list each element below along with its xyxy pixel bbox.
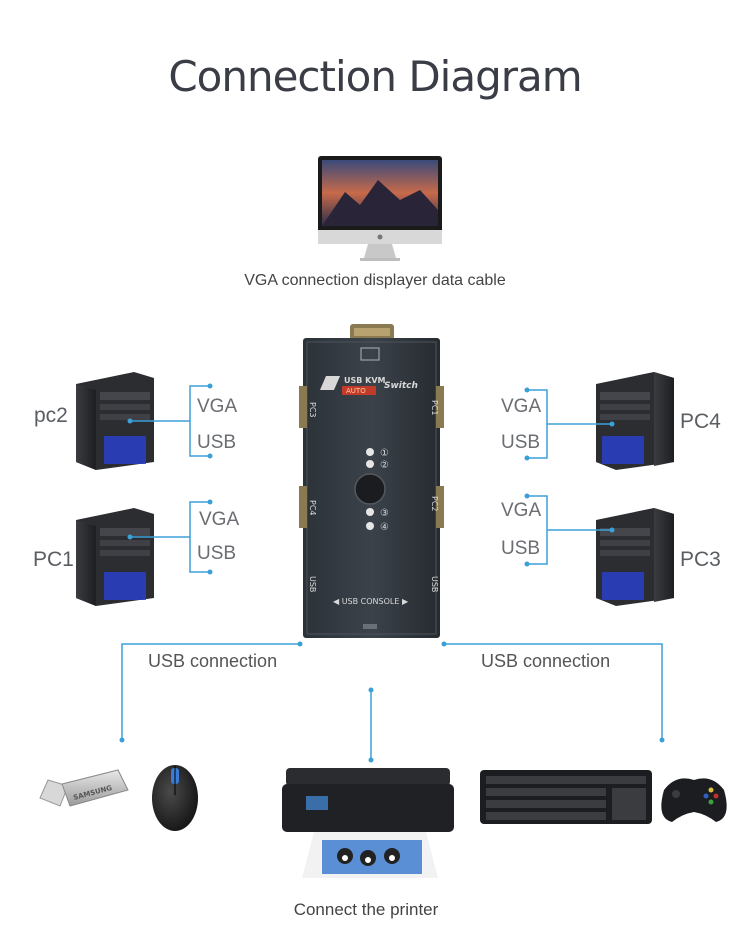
kvm-switch-icon xyxy=(299,324,444,638)
kvm-usb-right: USB xyxy=(430,576,439,592)
pc2-usb-label: USB xyxy=(197,432,237,453)
kvm-led-2: ② xyxy=(380,460,389,471)
pc2-vga-label: VGA xyxy=(197,396,238,417)
kvm-brand-line2: AUTO xyxy=(346,387,366,395)
printer-caption: Connect the printer xyxy=(293,900,439,919)
pc1-usb-label: USB xyxy=(197,543,237,564)
usb-connection-right-label: USB connection xyxy=(481,651,611,671)
monitor-caption: VGA connection displayer data cable xyxy=(244,272,506,289)
keyboard-icon xyxy=(480,770,652,824)
kvm-led-1: ① xyxy=(380,448,389,459)
pc4-usb-label: USB xyxy=(501,432,541,453)
pc3-label: PC3 xyxy=(680,548,721,571)
pc3-usb-label: USB xyxy=(501,538,541,559)
printer-icon xyxy=(282,768,454,878)
kvm-brand-line3: Switch xyxy=(384,381,418,391)
pc2-label: pc2 xyxy=(34,404,68,427)
kvm-usb-left: USB xyxy=(308,576,317,592)
pc4-label: PC4 xyxy=(680,410,721,433)
kvm-led-3: ③ xyxy=(380,508,389,519)
monitor-icon xyxy=(318,156,442,261)
kvm-labels: USB KVM AUTO Switch PC3 PC4 PC1 PC2 USB … xyxy=(308,376,439,606)
computer-pc2-icon xyxy=(76,372,154,470)
mouse-icon xyxy=(152,765,198,831)
usb-flash-drive-icon: SAMSUNG xyxy=(39,769,129,807)
pc1-vga-label: VGA xyxy=(199,509,240,530)
connector-dots xyxy=(119,383,665,763)
computer-pc4-icon xyxy=(596,372,674,470)
kvm-port-pc4: PC4 xyxy=(308,500,317,516)
kvm-port-pc3: PC3 xyxy=(308,402,317,418)
kvm-led-4: ④ xyxy=(380,522,389,533)
pc4-vga-label: VGA xyxy=(501,396,542,417)
page-title: Connection Diagram xyxy=(168,52,582,101)
pc1-label: PC1 xyxy=(33,548,74,571)
kvm-console-label: ◀ USB CONSOLE ▶ xyxy=(333,597,409,606)
pc3-vga-label: VGA xyxy=(501,500,542,521)
kvm-port-pc2: PC2 xyxy=(430,496,439,512)
computer-pc1-icon xyxy=(76,508,154,606)
connector-lines xyxy=(121,385,663,760)
kvm-brand-line1: USB KVM xyxy=(344,376,386,385)
computer-pc3-icon xyxy=(596,508,674,606)
kvm-port-pc1: PC1 xyxy=(430,400,439,416)
usb-connection-left-label: USB connection xyxy=(148,651,278,671)
gamepad-icon xyxy=(661,778,727,822)
